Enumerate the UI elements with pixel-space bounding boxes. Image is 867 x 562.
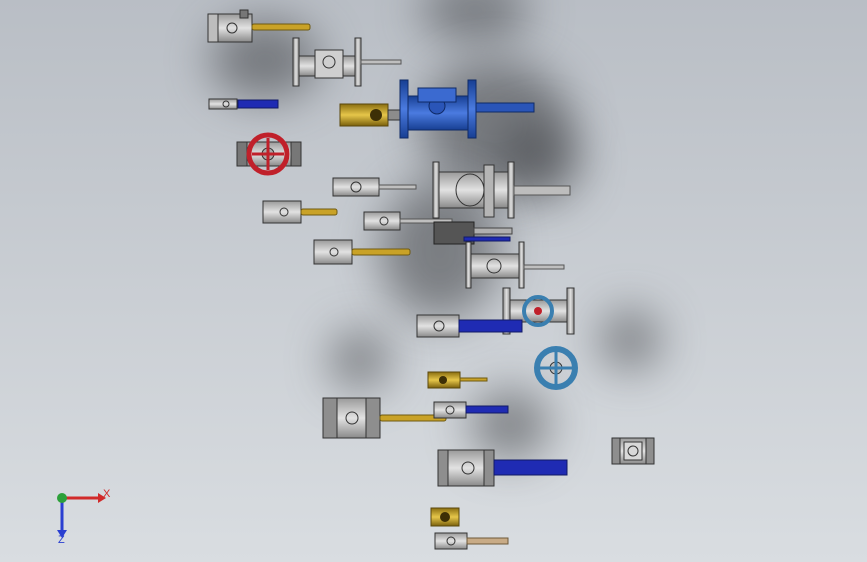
brass-fitting-small-bottom[interactable] xyxy=(430,507,460,527)
teal-handwheel-free[interactable] xyxy=(534,346,578,390)
mini-ball-valve-blue[interactable] xyxy=(208,98,279,110)
ball-valve-tan-handle-bottom[interactable] xyxy=(434,532,509,550)
valve-body-right[interactable] xyxy=(611,437,655,465)
flanged-gate-valve-upper[interactable] xyxy=(292,37,402,87)
orientation-triad: X Z xyxy=(57,488,111,546)
large-flanged-valve-gray-stem[interactable] xyxy=(432,161,571,219)
flanged-valve-teal-handwheel[interactable] xyxy=(502,287,575,335)
ball-valve-blue-handle-lower[interactable] xyxy=(433,401,509,419)
small-ball-valve-gray-stem[interactable] xyxy=(332,177,417,197)
triad-z-label: Z xyxy=(58,534,65,546)
ball-valve-gold-handle-3[interactable] xyxy=(313,239,411,265)
large-ball-valve-gold-handle[interactable] xyxy=(322,397,447,439)
triad-x-arrow-icon xyxy=(98,493,106,503)
ball-valve-gold-handle-2[interactable] xyxy=(262,200,338,224)
blue-gate-valve-brass-end[interactable] xyxy=(339,79,535,139)
ball-valve-gray-handle-center[interactable] xyxy=(363,211,513,245)
red-handwheel-valve[interactable] xyxy=(236,132,302,176)
shadow-blob xyxy=(470,390,550,460)
triad-z-arrow-icon xyxy=(57,530,67,538)
ball-valve-gold-handle-top[interactable] xyxy=(207,9,311,43)
large-ball-valve-blue-handle-bottom[interactable] xyxy=(437,449,568,487)
shadow-blob xyxy=(330,330,390,390)
brass-ball-valve-small[interactable] xyxy=(427,371,488,389)
flanged-valve-gray-stem-mid[interactable] xyxy=(465,241,565,289)
triad-y-axis-dot xyxy=(57,493,67,503)
shadow-blob xyxy=(600,310,660,370)
ball-valve-blue-handle-mid[interactable] xyxy=(416,314,523,338)
triad-x-label: X xyxy=(103,488,111,500)
